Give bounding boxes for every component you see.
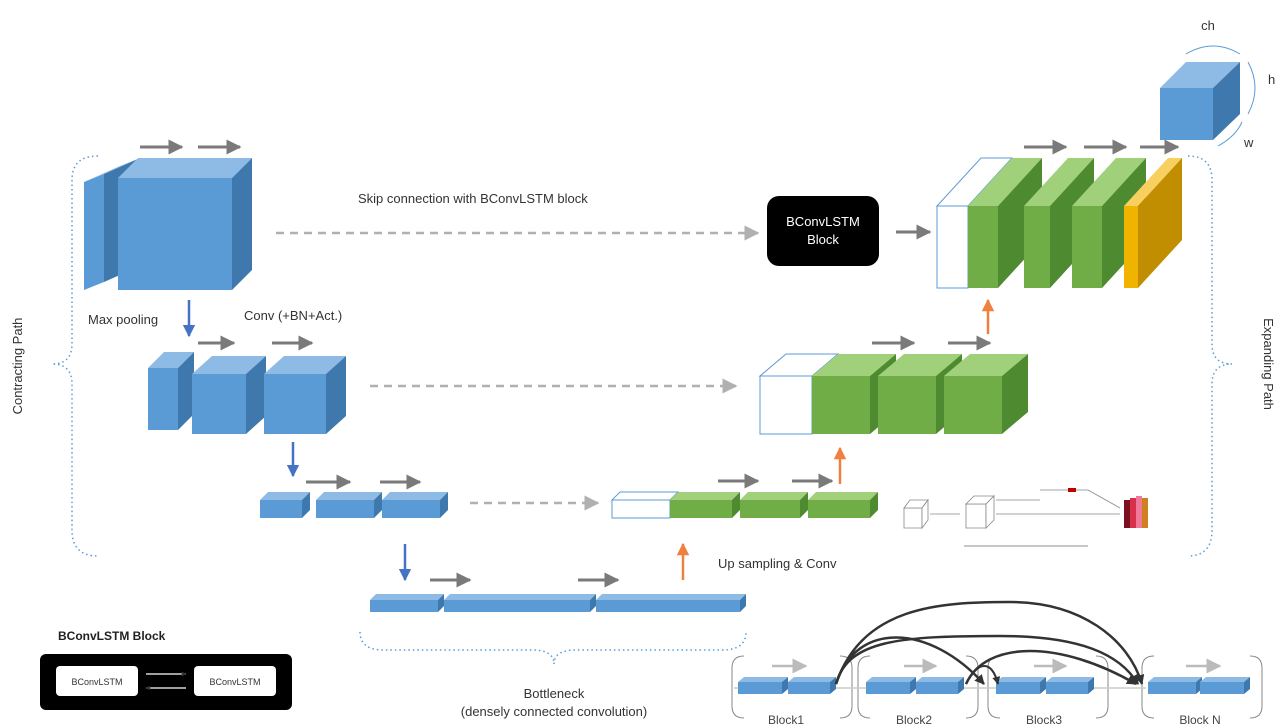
encoder-block bbox=[174, 158, 252, 290]
dense-skip-arc bbox=[965, 665, 1001, 685]
concat-placeholder-block bbox=[758, 353, 840, 435]
decoder-block bbox=[740, 492, 808, 518]
decoder-block bbox=[1024, 158, 1094, 288]
concat-placeholder-block bbox=[610, 491, 680, 519]
dim-w-label: w bbox=[1243, 135, 1254, 150]
bconvlstm-block-label-2: Block bbox=[807, 232, 839, 247]
decoder-block bbox=[808, 492, 878, 518]
dense-skip-arc bbox=[834, 600, 1145, 685]
decoder-level-1 bbox=[935, 139, 1182, 289]
bottleneck-layer bbox=[370, 572, 746, 612]
bottleneck-block bbox=[370, 594, 444, 612]
inset-figure bbox=[903, 488, 1148, 547]
max-pooling-label: Max pooling bbox=[88, 312, 158, 327]
encoder-level-2 bbox=[148, 335, 346, 434]
legend-title: BConvLSTM Block bbox=[58, 629, 166, 643]
expanding-path-brace bbox=[1187, 155, 1233, 557]
encoder-block bbox=[382, 492, 448, 518]
dim-h-label: h bbox=[1268, 72, 1275, 87]
encoder-level-3 bbox=[260, 474, 448, 518]
encoder-block bbox=[264, 356, 346, 434]
conv-label: Conv (+BN+Act.) bbox=[244, 308, 342, 323]
dense-sub-block bbox=[1200, 677, 1250, 694]
dense-sub-block bbox=[738, 677, 788, 694]
dense-sub-block bbox=[788, 677, 836, 694]
bottleneck-block bbox=[596, 594, 746, 612]
expanding-path-label: Expanding Path bbox=[1261, 318, 1276, 410]
skip-connection-label: Skip connection with BConvLSTM block bbox=[358, 191, 588, 206]
encoder-block bbox=[316, 492, 382, 518]
output-layer bbox=[1124, 158, 1182, 288]
bottleneck-title: Bottleneck bbox=[524, 686, 585, 701]
w-brace bbox=[1217, 121, 1243, 147]
bottleneck-brace bbox=[359, 631, 747, 665]
dense-sub-block bbox=[996, 677, 1046, 694]
dense-skip-arc bbox=[834, 634, 1140, 685]
encoder-block bbox=[260, 492, 310, 518]
legend-bconvlstm: BConvLSTM Block BConvLSTM BConvLSTM bbox=[40, 629, 292, 710]
bconvlstm-block-label-1: BConvLSTM bbox=[786, 214, 860, 229]
decoder-block bbox=[968, 158, 1042, 288]
bottleneck-subtitle: (densely connected convolution) bbox=[461, 704, 647, 719]
dense-block-label: Block2 bbox=[896, 713, 932, 727]
encoder-block bbox=[192, 356, 266, 434]
legend-cell-left bbox=[56, 666, 138, 696]
output-cube: ch h w bbox=[1160, 18, 1275, 150]
encoder-level-1 bbox=[84, 139, 252, 290]
up-sampling-label: Up sampling & Conv bbox=[718, 556, 837, 571]
legend-cell-right-label: BConvLSTM bbox=[209, 677, 260, 687]
dense-blocks-diagram: Block1 Block2 Block3 Block N bbox=[731, 600, 1263, 727]
bottleneck-block bbox=[444, 594, 596, 612]
dense-skip-arc bbox=[834, 636, 985, 685]
concat-placeholder-block bbox=[935, 157, 1014, 289]
decoder-block bbox=[670, 492, 740, 518]
decoder-block bbox=[944, 354, 1028, 434]
legend-cell-right bbox=[194, 666, 276, 696]
dense-sub-block bbox=[1046, 677, 1094, 694]
h-brace bbox=[1247, 61, 1256, 115]
contracting-path-label: Contracting Path bbox=[10, 318, 25, 415]
dense-block-label: Block3 bbox=[1026, 713, 1062, 727]
dense-block-label: Block N bbox=[1179, 713, 1220, 727]
dense-sub-block bbox=[866, 677, 916, 694]
dim-ch-label: ch bbox=[1201, 18, 1215, 33]
decoder-level-3 bbox=[610, 473, 878, 519]
encoder-block bbox=[148, 352, 194, 430]
dense-sub-block bbox=[916, 677, 964, 694]
bconvlstm-block: BConvLSTM Block bbox=[767, 196, 879, 266]
legend-cell-left-label: BConvLSTM bbox=[71, 677, 122, 687]
dense-block-label: Block1 bbox=[768, 713, 804, 727]
decoder-level-2 bbox=[758, 335, 1028, 435]
dense-sub-block bbox=[1148, 677, 1202, 694]
ch-brace bbox=[1185, 45, 1241, 55]
